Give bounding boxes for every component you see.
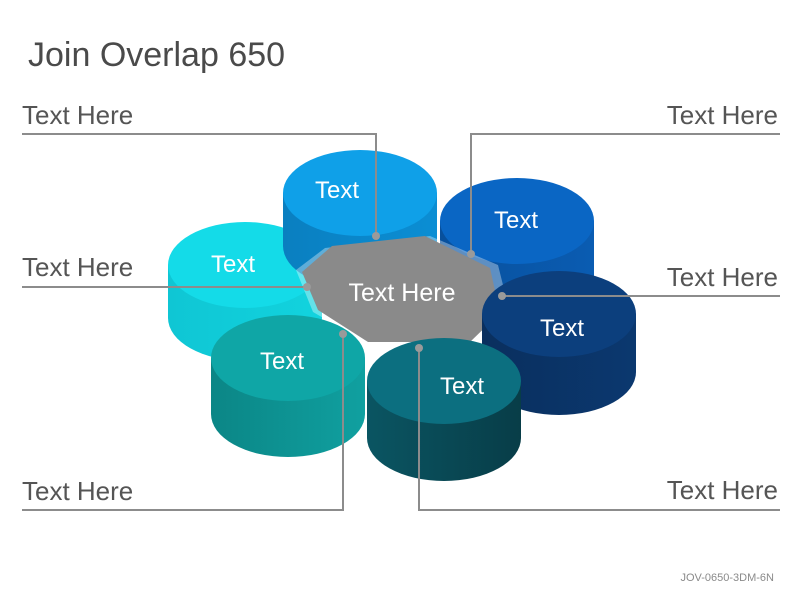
connector-top-left — [22, 133, 377, 236]
callout-bottom-right: Text Here — [666, 475, 778, 505]
callout-top-left: Text Here — [22, 100, 134, 130]
cylinder-label: Text — [315, 177, 359, 204]
callout-mid-left: Text Here — [22, 252, 134, 282]
cylinder-label: Text — [211, 251, 255, 278]
connector-bottom-right — [418, 348, 780, 511]
cylinder-dark-teal: Text — [367, 338, 521, 481]
cylinder-teal: Text — [211, 315, 365, 457]
center-hexagon: Text Here — [296, 236, 510, 347]
connector-dot — [339, 330, 347, 338]
cylinder-label: Text — [540, 315, 584, 342]
slide-code: JOV-0650-3DM-6N — [680, 572, 774, 584]
cylinder-label: Text — [260, 348, 304, 375]
callout-mid-right: Text Here — [666, 262, 778, 292]
cylinder-label: Text — [440, 373, 484, 400]
connector-dot — [372, 232, 380, 240]
connector-bottom-left — [22, 334, 344, 511]
connector-dot — [415, 344, 423, 352]
center-label: Text Here — [349, 279, 456, 307]
connector-lines — [22, 133, 780, 511]
connector-dots — [303, 232, 506, 352]
page-title: Join Overlap 650 — [28, 36, 286, 74]
connector-dot — [498, 292, 506, 300]
callout-bottom-left: Text Here — [22, 476, 134, 506]
connector-dot — [467, 250, 475, 258]
connector-top-right — [470, 133, 780, 254]
callout-top-right: Text Here — [666, 100, 778, 130]
cylinder-label: Text — [494, 207, 538, 234]
cylinder-light-blue: Text — [283, 150, 437, 289]
connector-dot — [303, 283, 311, 291]
